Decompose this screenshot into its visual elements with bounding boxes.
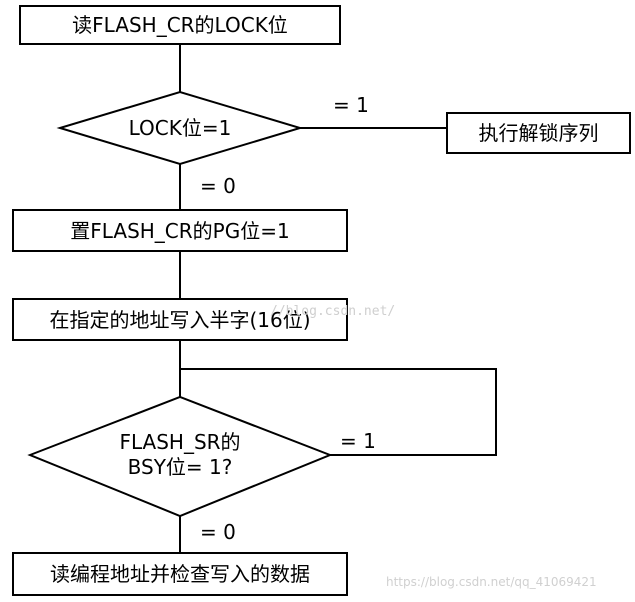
decision-diamond-bsy (27, 395, 333, 518)
decision-bsy-label: FLASH_SR的 BSY位= 1? (30, 430, 330, 480)
step-write-halfword-label: 在指定的地址写入半字(16位) (49, 307, 311, 332)
decision-bsy-text-line1: FLASH_SR的 (119, 430, 241, 454)
connector-bsy-yes-loop (180, 368, 497, 456)
branch-bsy-yes-label: = 1 (340, 429, 376, 453)
step-write-halfword-box: 在指定的地址写入半字(16位) (12, 298, 348, 341)
step-unlock-label: 执行解锁序列 (478, 121, 599, 145)
decision-bsy-text-line2: BSY位= 1? (127, 455, 233, 479)
step-read-lock-label: 读FLASH_CR的LOCK位 (72, 13, 288, 37)
decision-lock-label: LOCK位=1 (60, 116, 300, 141)
branch-bsy-no-label: = 0 (200, 520, 236, 544)
decision-lock-text: LOCK位=1 (128, 116, 232, 140)
step-read-lock-box: 读FLASH_CR的LOCK位 (19, 5, 341, 45)
step-verify-label: 读编程地址并检查写入的数据 (50, 562, 310, 586)
watermark-middle: //blog.csdn.net/ (270, 304, 396, 319)
branch-lock-no-label: = 0 (200, 174, 236, 198)
step-set-pg-label: 置FLASH_CR的PG位=1 (70, 218, 290, 243)
step-unlock-box: 执行解锁序列 (446, 112, 631, 154)
step-verify-box: 读编程地址并检查写入的数据 (12, 552, 348, 596)
branch-lock-yes-label: = 1 (333, 93, 369, 117)
step-set-pg-box: 置FLASH_CR的PG位=1 (12, 209, 348, 252)
watermark-bottom: https://blog.csdn.net/qq_41069421 (386, 575, 597, 589)
